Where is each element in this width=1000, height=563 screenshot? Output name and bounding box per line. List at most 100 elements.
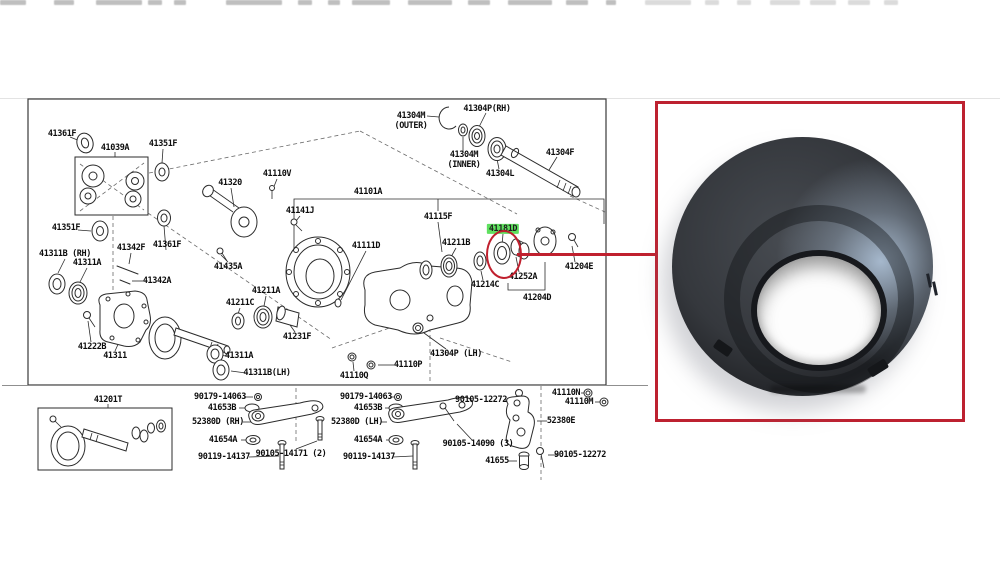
cropped-text-fragment (645, 0, 691, 5)
cropped-text-fragment (96, 0, 142, 5)
cropped-text-fragment (328, 0, 340, 5)
companion-flange-drawing (202, 184, 258, 262)
cropped-text-fragment (848, 0, 870, 5)
cropped-text-fragment (54, 0, 74, 5)
part-label-41110M: 41110M (564, 396, 594, 407)
flange-bracket (507, 262, 546, 291)
seal-bore (751, 250, 887, 371)
part-label-41311B-LH: 41311B(LH) (243, 367, 291, 378)
spider-gear-kit-box (74, 156, 149, 216)
part-label-41654A-2: 41654A (353, 434, 383, 445)
part-label-41231F: 41231F (282, 331, 312, 342)
cropped-text-fragment (770, 0, 800, 5)
steering-knuckle-drawing (505, 388, 609, 470)
part-label-41311A-2: 41311A (224, 350, 254, 361)
cropped-text-fragment (148, 0, 162, 5)
part-label-41654A-1: 41654A (208, 434, 238, 445)
cropped-text-fragment (352, 0, 390, 5)
part-label-41141J: 41141J (285, 205, 315, 216)
cropped-text-fragment (737, 0, 751, 5)
part-label-41211B: 41211B (441, 237, 471, 248)
part-label-41304M-inner: 41304M (INNER) (447, 149, 481, 170)
gear-kit-drawing (49, 415, 166, 467)
part-label-41653B-1: 41653B (207, 402, 237, 413)
part-label-41101A: 41101A (353, 186, 383, 197)
cropped-text-fragment (566, 0, 588, 5)
part-label-41435A: 41435A (213, 261, 243, 272)
cropped-text-fragment (0, 0, 26, 5)
cropped-text-fragment (810, 0, 836, 5)
gear-kit-box (37, 407, 173, 471)
part-label-41039A: 41039A (100, 142, 130, 153)
side-gear-parts-drawing (76, 132, 171, 242)
cropped-text-fragment (298, 0, 312, 5)
part-label-41204D: 41204D (522, 292, 552, 303)
part-label-41110P: 41110P (393, 359, 423, 370)
part-label-90105-12272-2: 90105-12272 (554, 449, 606, 460)
part-label-41304L: 41304L (485, 168, 515, 179)
part-label-41653B-2: 41653B (353, 402, 383, 413)
oil-seal-photo (672, 137, 938, 396)
dashed-guides (79, 130, 606, 480)
axle-shaft-row-drawing (438, 106, 581, 198)
part-label-90179-14063-1: 90179-14063 (194, 391, 246, 402)
lock-pin-drawing (48, 265, 139, 328)
cropped-text-fragment (226, 0, 282, 5)
part-label-41342F: 41342F (116, 242, 146, 253)
part-label-90105-14171: 90105-14171 (2) (255, 448, 327, 459)
part-label-41361F-2: 41361F (152, 239, 182, 250)
part-label-41111D: 41111D (351, 240, 381, 251)
part-label-41304P-RH: 41304P(RH) (463, 103, 511, 114)
part-label-41110V: 41110V (262, 168, 292, 179)
part-label-52380E: 52380E (546, 415, 576, 426)
cropped-text-fragment (174, 0, 186, 5)
part-label-41320: 41320 (218, 177, 242, 188)
callout-line (517, 253, 657, 256)
cropped-text-fragment (606, 0, 616, 5)
differential-case-drawing (98, 290, 231, 360)
part-label-90179-14063-2: 90179-14063 (340, 391, 392, 402)
part-label-41311: 41311 (103, 350, 127, 361)
plug-parts-drawing (347, 352, 376, 370)
part-label-41110N: 41110N (551, 387, 581, 398)
seal-ridge-mark (926, 273, 932, 288)
part-label-90119-14137-1: 90119-14137 (198, 451, 250, 462)
part-label-41311A-1: 41311A (72, 257, 102, 268)
part-label-41311B-RH: 41311B (RH) (39, 248, 91, 259)
part-label-41252A: 41252A (508, 271, 538, 282)
cropped-text-fragment (468, 0, 490, 5)
part-label-41204E: 41204E (564, 261, 594, 272)
part-label-41361F-1: 41361F (47, 128, 77, 139)
part-label-52380D-LH: 52380D (LH) (331, 416, 383, 427)
part-label-41222B: 41222B (77, 341, 107, 352)
cropped-text-strip (0, 0, 1000, 7)
part-label-41342A: 41342A (142, 275, 172, 286)
part-label-41115F: 41115F (423, 211, 453, 222)
part-photo-frame (655, 101, 965, 422)
part-label-41351F-1: 41351F (148, 138, 178, 149)
part-label-41181D[interactable]: 41181D (486, 223, 520, 235)
cropped-text-fragment (508, 0, 552, 5)
part-label-52380D-RH: 52380D (RH) (192, 416, 244, 427)
part-label-41211A: 41211A (251, 285, 281, 296)
seal-embossed-marking (770, 385, 866, 393)
part-label-41110Q: 41110Q (339, 370, 369, 381)
part-label-41304P-LH: 41304P (LH) (430, 348, 482, 359)
part-label-90105-14090: 90105-14090 (3) (442, 438, 514, 449)
part-label-41304M-outer: 41304M (OUTER) (394, 110, 428, 131)
seal-ridge-mark (932, 281, 938, 296)
cropped-text-fragment (884, 0, 898, 5)
lower-arm-lh-drawing (388, 393, 473, 470)
part-label-41304F: 41304F (545, 147, 575, 158)
differential-carrier-drawing (269, 185, 473, 335)
cropped-text-fragment (705, 0, 719, 5)
part-label-41655: 41655 (485, 455, 509, 466)
part-label-90105-12272-1: 90105-12272 (455, 394, 507, 405)
seal-notch (712, 338, 734, 358)
part-label-41214C: 41214C (470, 279, 500, 290)
pinion-bearing-row-drawing (206, 305, 300, 381)
lower-arm-rh-drawing (244, 393, 325, 470)
